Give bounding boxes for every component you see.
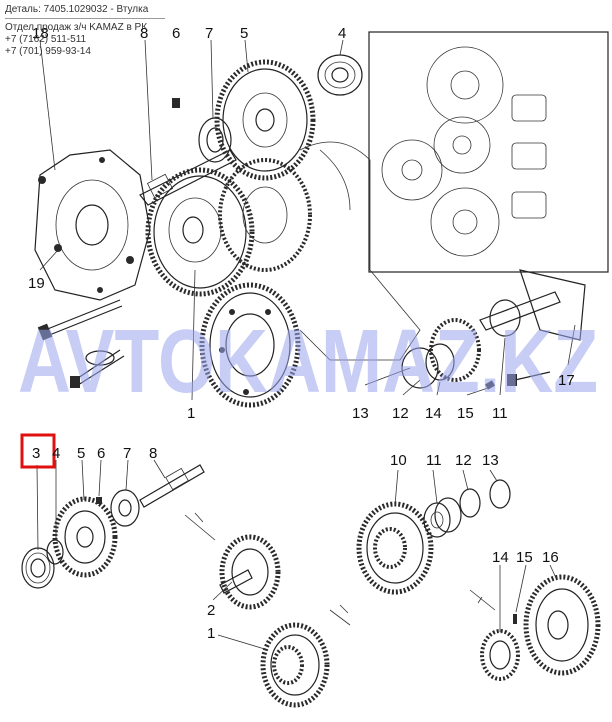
timing-gear-middle: [218, 158, 312, 272]
callouts-top: 18 8 6 7 5 4 19 1 13 12 14 15 11 17: [28, 25, 575, 422]
camshaft-gear: [214, 59, 316, 181]
callout-14: 14: [492, 549, 509, 566]
leader-lines-bottom: [36, 459, 557, 651]
snap-ring-part-12: [459, 488, 481, 518]
phone-line-1: +7 (7162) 511-511: [5, 34, 87, 45]
callout-14-top: 14: [425, 405, 442, 422]
mounting-bolt: [37, 299, 123, 341]
accessory-drive-shaft: [479, 269, 586, 341]
callout-12: 12: [455, 452, 472, 469]
bearing-part-3: [21, 547, 55, 589]
key-part: [172, 98, 180, 108]
part-info-header: Деталь: 7405.1029032 - Втулка Отдел прод…: [5, 4, 165, 58]
callout-13-top: 13: [352, 405, 369, 422]
pin-part-15: [513, 614, 517, 624]
gear-train-inset: [368, 31, 609, 273]
spacer-ring-part-4: [46, 539, 64, 565]
callouts-bottom-left: 3 4 5 6 7 8 2 1: [32, 445, 215, 642]
gear-part-2: [219, 534, 281, 610]
assembly-arrows: [184, 512, 496, 626]
shaft-part-8: [139, 464, 205, 508]
callout-15: 15: [516, 549, 533, 566]
callout-7-top: 7: [205, 25, 213, 42]
part-title: Деталь: 7405.1029032 - Втулка: [5, 4, 165, 19]
callout-15-top: 15: [457, 405, 474, 422]
callout-12-top: 12: [392, 405, 409, 422]
callout-19: 19: [28, 275, 45, 292]
crankcase-outline: [299, 141, 421, 361]
callouts-bottom-right: 10 11 12 13 14 15 16: [390, 452, 559, 566]
intermediate-gear: [145, 167, 255, 297]
callout-8-top: 8: [140, 25, 148, 42]
bearing-part-11: [423, 497, 462, 538]
driven-gear-assembly-top: [401, 318, 495, 390]
callout-10: 10: [390, 452, 407, 469]
front-cover-plate: [34, 149, 151, 301]
callout-11-top: 11: [492, 405, 508, 422]
callout-6-top: 6: [172, 25, 180, 42]
drive-shaft: [139, 149, 237, 206]
gear-part-1: [260, 622, 330, 708]
hex-bolt-with-washer: [70, 349, 125, 388]
callout-16: 16: [542, 549, 559, 566]
ball-bearing-top: [317, 54, 363, 96]
bearing-part-7: [110, 489, 140, 527]
key-part-6: [96, 497, 102, 504]
callout-7: 7: [123, 445, 131, 462]
snap-ring-part-13: [489, 479, 511, 509]
sales-department-line: Отдел продаж з/ч KAMAZ в РК: [5, 22, 148, 33]
phone-line-2: +7 (701) 959-93-14: [5, 46, 91, 57]
callout-3: 3: [32, 445, 40, 462]
callout-5: 5: [77, 445, 85, 462]
gear-part-14: [480, 629, 520, 681]
callout-17: 17: [558, 372, 575, 389]
callout-2: 2: [207, 602, 215, 619]
callout-18: 18: [32, 25, 49, 42]
highlight-box: [20, 433, 56, 469]
callout-1-top: 1: [187, 405, 195, 422]
callout-11: 11: [426, 452, 442, 469]
callout-13: 13: [482, 452, 499, 469]
callout-4: 4: [52, 445, 60, 462]
side-bolt: [507, 371, 551, 386]
callout-6: 6: [97, 445, 105, 462]
callout-5-top: 5: [240, 25, 248, 42]
callout-8: 8: [149, 445, 157, 462]
site-watermark: AVTOKAMAZ.KZ: [18, 312, 598, 412]
callout-4-top: 4: [338, 25, 346, 42]
leader-lines-top: [39, 39, 576, 401]
gear-part-10: [356, 501, 434, 595]
callout-1: 1: [207, 625, 215, 642]
crankshaft-gear: [199, 282, 301, 408]
gear-part-5: [52, 496, 118, 578]
gear-part-16: [523, 574, 601, 676]
